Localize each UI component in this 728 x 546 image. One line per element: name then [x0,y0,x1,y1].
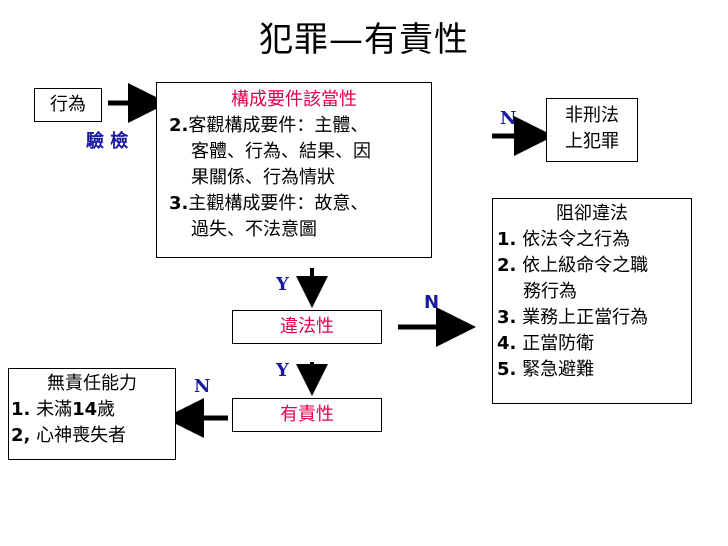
no-capacity-heading: 無責任能力 [47,373,137,394]
justification-item: 1. 依法令之行為 [497,229,631,250]
justification-item-continuation: 務行為 [523,281,577,302]
page-title: 犯罪—有責性 [259,20,469,60]
justification-item: 2. 依上級命令之職 [497,255,649,276]
illegality-box: 違法性 [232,310,382,344]
requirements-line: 主觀構成要件：故意、 [188,193,369,214]
illegality-label: 違法性 [280,316,334,337]
justification-box: 阻卻違法 1. 依法令之行為 2. 依上級命令之職 務行為 3. 業務上正當行為… [492,198,692,404]
culpability-label: 有責性 [280,404,334,425]
requirements-item: 2.客觀構成要件：主體、 客體、行為、結果、因 果關係、行為情狀 3.主觀構成要… [157,113,431,243]
requirements-line: 客體、行為、結果、因 [191,141,371,162]
branch-n-mid: N [424,292,440,313]
requirements-line: 過失、不法意圖 [191,219,317,240]
justification-item: 5. 緊急避難 [497,359,595,380]
item-number: 2. [169,115,189,136]
justification-item: 3. 業務上正當行為 [497,307,649,328]
branch-y-1: Y [276,274,289,295]
justification-heading: 阻卻違法 [556,203,628,224]
not-crime-box: 非刑法 上犯罪 [546,98,638,162]
justification-item: 4. 正當防衛 [497,333,595,354]
requirements-line: 果關係、行為情狀 [191,167,335,188]
requirements-box: 構成要件該當性 2.客觀構成要件：主體、 客體、行為、結果、因 果關係、行為情狀… [156,82,432,258]
not-crime-line: 非刑法 [565,105,619,126]
no-capacity-item: 1. 未滿14歲 [11,399,116,420]
no-capacity-item: 2, 心神喪失者 [11,425,127,446]
requirements-heading: 構成要件該當性 [231,89,357,110]
branch-y-2: Y [276,360,289,381]
branch-n-top: N [500,108,517,129]
not-crime-line: 上犯罪 [565,131,619,152]
no-capacity-box: 無責任能力 1. 未滿14歲 2, 心神喪失者 [8,368,176,460]
item-number: 3. [169,193,189,214]
act-box: 行為 [34,88,102,122]
verify-label: 驗 檢 [86,131,129,152]
requirements-line: 客觀構成要件：主體、 [188,115,369,136]
branch-n-left: N [194,376,211,397]
culpability-box: 有責性 [232,398,382,432]
act-label: 行為 [50,94,86,115]
